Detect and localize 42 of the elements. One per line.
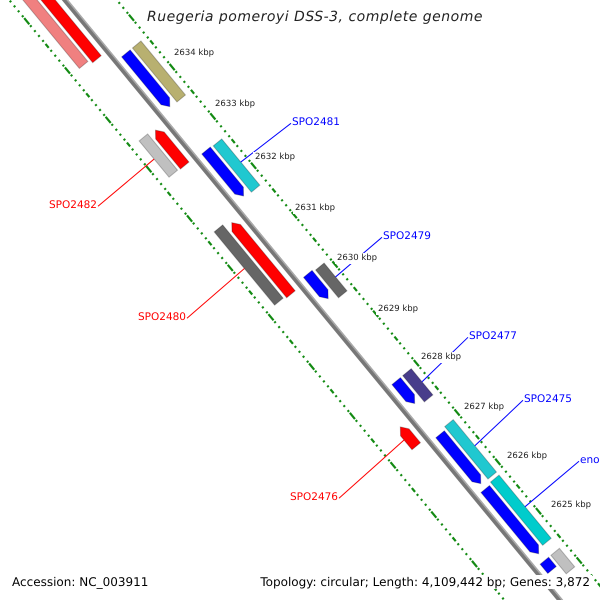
- gene-block: [435, 430, 482, 484]
- scale-label: 2630 kbp: [335, 253, 380, 264]
- scale-label: 2629 kbp: [376, 304, 420, 314]
- leader-line: [240, 122, 292, 163]
- gene-block: [490, 474, 552, 546]
- gene-label: SPO2477: [469, 331, 517, 342]
- gene-block: [138, 133, 178, 178]
- scale-label: 2632 kbp: [253, 152, 298, 162]
- gene-block: [214, 224, 284, 306]
- scale-label: 2634 kbp: [172, 48, 216, 58]
- gene-label: SPO2476: [290, 492, 338, 502]
- gene-label: SPO2480: [138, 312, 186, 322]
- scale-label: 2631 kbp: [293, 203, 338, 214]
- gene-block: [302, 270, 329, 300]
- gene-block: [402, 368, 434, 403]
- scale-label: 2628 kbp: [419, 352, 464, 362]
- scale-label: 2625 kbp: [549, 500, 594, 510]
- gene-block: [391, 376, 416, 404]
- gene-label: eno: [580, 455, 600, 466]
- gene-block: [480, 484, 540, 554]
- gene-block: [231, 222, 296, 298]
- gene-block: [120, 49, 170, 108]
- gene-block: [550, 548, 576, 575]
- leader-line: [524, 460, 580, 508]
- gene-block: [201, 146, 244, 197]
- leader-line: [474, 400, 524, 446]
- gene-label: SPO2479: [383, 231, 431, 242]
- accession-text: Accession: NC_003911: [10, 575, 150, 589]
- gene-block: [314, 262, 348, 299]
- summary-text: Topology: circular; Length: 4,109,442 bp; Genes: 3,872: [258, 575, 592, 589]
- gene-block: [444, 418, 498, 480]
- scale-label: 2633 kbp: [213, 99, 258, 110]
- scale-label: 2627 kbp: [462, 402, 506, 412]
- gene-label: SPO2481: [292, 117, 340, 128]
- gene-block: [154, 129, 190, 170]
- gene-label: SPO2475: [524, 394, 572, 404]
- title: Ruegeria pomeroyi DSS-3, complete genome: [147, 10, 483, 24]
- gene-block: [400, 426, 422, 450]
- leader-line: [338, 440, 405, 499]
- scale-label: 2626 kbp: [505, 451, 550, 462]
- gene-label: SPO2482: [49, 200, 97, 210]
- gene-block: [20, 0, 89, 70]
